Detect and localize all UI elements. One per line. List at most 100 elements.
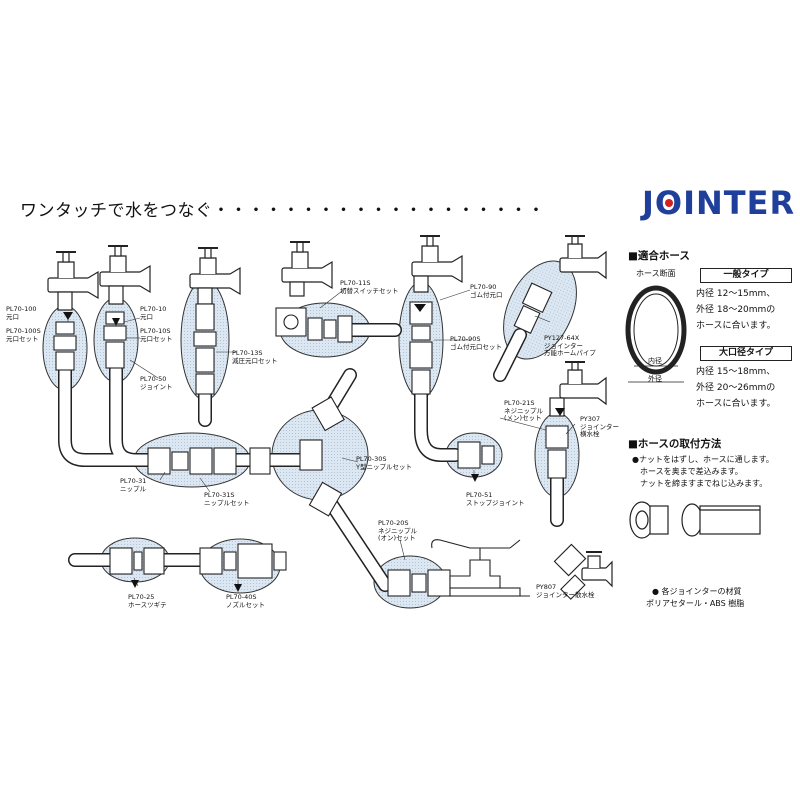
label-pl70-10s: PL70-10S 元口セット xyxy=(140,327,173,343)
part-name: ニップル xyxy=(120,484,146,493)
faucet-7 xyxy=(549,361,607,417)
part-code: PL70-21S xyxy=(504,399,535,407)
hose-cross-section xyxy=(625,285,687,383)
label-pl70-31s: PL70-31S ニップルセット xyxy=(204,491,250,507)
jointer-logo: JOINTER xyxy=(642,184,795,222)
label-py807: PY807 ジョインター散水栓 xyxy=(536,583,595,599)
part-code: PL70-50 xyxy=(140,375,167,383)
arrowheads xyxy=(63,304,565,592)
part-name: ストップジョイント xyxy=(466,498,525,507)
faucet-5 xyxy=(411,235,463,293)
part-code: PL70-31S xyxy=(204,491,235,499)
part-name: ネジニップル xyxy=(378,526,417,535)
label-pl70-90s: PL70-90S ゴム付元口セット xyxy=(450,335,502,351)
install-step-1: ●ナットをはずし、ホースに通します。 xyxy=(632,455,774,464)
headline: ワンタッチで水をつなぐ・・・・・・・・・・・・・・・・・・・ xyxy=(20,201,545,221)
part-name: 元口セット xyxy=(140,334,173,343)
label-pl70-10: PL70-10 元口 xyxy=(140,305,167,321)
part-code: PL70-100S xyxy=(6,327,41,335)
part-name: ニップルセット xyxy=(204,498,250,507)
part-name: ジョインター散水栓 xyxy=(536,590,595,599)
part-name: ジョインター xyxy=(580,422,619,431)
install-title: ■ホースの取付方法 xyxy=(628,438,722,450)
part-name: Y型ニップルセット xyxy=(356,462,412,471)
label-pl70-25: PL70-25 ホースツギテ xyxy=(128,593,167,609)
sprinkler xyxy=(431,539,530,597)
logo-text-right: INTER xyxy=(683,184,796,222)
label-pl70-50: PL70-50 ジョイント xyxy=(140,375,173,391)
general-spec-1: 内径 12～15mm、 xyxy=(696,289,776,299)
label-pl70-90: PL70-90 ゴム付元口 xyxy=(470,283,503,299)
part-code: PL70-10S xyxy=(140,327,171,335)
faucet-8 xyxy=(581,551,613,588)
general-spec-3: ホースに合います。 xyxy=(696,321,776,331)
part-name: ジョインター xyxy=(544,341,583,350)
connectors xyxy=(53,282,569,597)
faucets xyxy=(47,235,613,588)
install-step-2: ホースを奥まで差込みます。 xyxy=(640,467,743,476)
outer-diameter-label: 外径 xyxy=(648,375,662,383)
part-code: PL70-20S xyxy=(378,519,409,527)
part-name: 切替スイッチセット xyxy=(340,286,399,295)
label-py307: PY307 ジョインター 横水栓 xyxy=(580,415,619,439)
part-name: 横水栓 xyxy=(580,430,600,438)
large-type-header: 大口径タイプ xyxy=(700,346,792,361)
label-pl70-21s: PL70-21S ネジニップル (メン)セット xyxy=(504,399,543,423)
part-name: (オン)セット xyxy=(378,534,416,542)
faucet-3 xyxy=(189,247,241,305)
leader-lines xyxy=(67,287,576,590)
label-pl70-51: PL70-51 ストップジョイント xyxy=(466,491,525,507)
large-spec-3: ホースに合います。 xyxy=(696,399,776,409)
large-spec-1: 内径 15～18mm、 xyxy=(696,367,776,377)
py807-illustration xyxy=(553,543,587,600)
part-code: PL70-90 xyxy=(470,283,497,291)
large-spec-2: 外径 20～26mmの xyxy=(696,383,776,393)
part-name: ホースツギテ xyxy=(128,600,167,609)
part-name: ジョイント xyxy=(140,382,173,391)
logo-red-dot xyxy=(665,199,673,207)
label-pl70-31: PL70-31 ニップル xyxy=(120,477,147,493)
part-code: PL70-31 xyxy=(120,477,147,485)
part-name: ゴム付元口セット xyxy=(450,342,502,351)
inner-diameter-label: 内径 xyxy=(648,357,662,365)
part-code: PL70-11S xyxy=(340,279,371,287)
part-code: PL70-25 xyxy=(128,593,155,601)
label-pl70-100s: PL70-100S 元口セット xyxy=(6,327,41,343)
part-code: PL70-13S xyxy=(232,349,263,357)
part-name: ゴム付元口 xyxy=(470,290,503,299)
part-name: 万能ホームパイプ xyxy=(544,349,596,357)
general-type-header: 一般タイプ xyxy=(700,268,792,283)
part-name: 減圧元口セット xyxy=(232,356,278,365)
faucet-6 xyxy=(559,235,607,280)
compatible-hose-title: ■適合ホース xyxy=(628,250,690,262)
logo-text-left: J xyxy=(642,184,655,222)
label-py127: PY127-64X ジョインター 万能ホームパイプ xyxy=(544,334,596,358)
material-line-2: ポリアセタール・ABS 樹脂 xyxy=(646,599,745,608)
part-name: ノズルセット xyxy=(226,600,265,609)
label-pl70-20s: PL70-20S ネジニップル (オン)セット xyxy=(378,519,417,543)
faucet-2 xyxy=(99,245,151,305)
label-pl70-100: PL70-100 元口 xyxy=(6,305,37,321)
part-name: ネジニップル xyxy=(504,406,543,415)
part-code: PY127-64X xyxy=(544,334,580,342)
install-step-3: ナットを締ますまでねじ込みます。 xyxy=(640,479,768,488)
label-pl70-40s: PL70-40S ノズルセット xyxy=(226,593,265,609)
label-pl70-11s: PL70-11S 切替スイッチセット xyxy=(340,279,399,295)
hoses xyxy=(58,323,564,592)
part-name: 元口 xyxy=(140,312,153,321)
part-code: PL70-40S xyxy=(226,593,257,601)
part-code: PY807 xyxy=(536,583,557,591)
part-code: PL70-10 xyxy=(140,305,167,313)
general-spec-2: 外径 18～20mmの xyxy=(696,305,776,315)
part-name: 元口セット xyxy=(6,334,39,343)
faucet-1 xyxy=(47,251,99,311)
material-line-1: ● 各ジョインターの材質 xyxy=(652,587,742,596)
label-pl70-30s: PL70-30S Y型ニップルセット xyxy=(356,455,412,471)
part-code: PL70-30S xyxy=(356,455,387,463)
install-illustration xyxy=(629,501,761,539)
logo-o-letter: O xyxy=(655,184,683,222)
part-code: PL70-90S xyxy=(450,335,481,343)
hose-section-label: ホース断面 xyxy=(636,269,676,278)
